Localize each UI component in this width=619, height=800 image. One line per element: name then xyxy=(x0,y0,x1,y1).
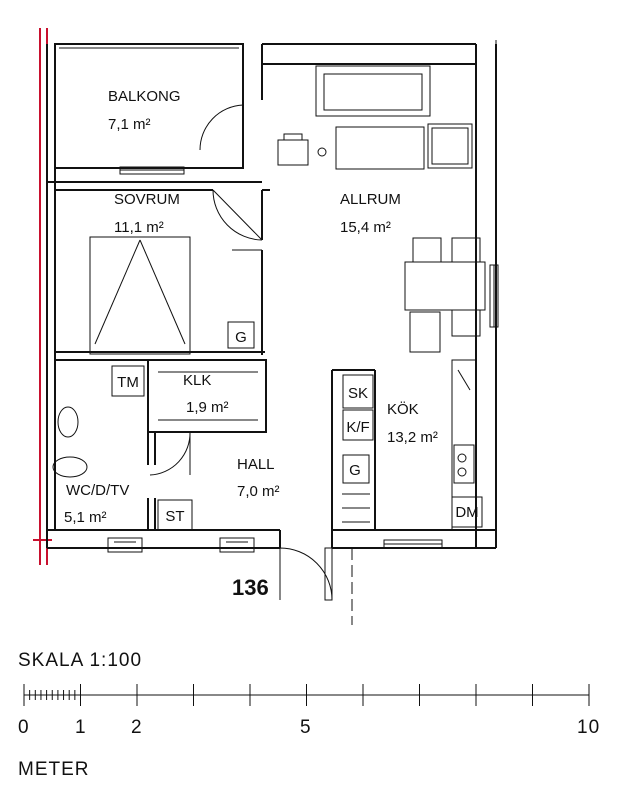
windows xyxy=(107,166,499,553)
scale-label-5: 5 xyxy=(300,717,312,738)
room-allrum: ALLRUM 15,4 m² xyxy=(340,191,401,236)
fixture-st: ST xyxy=(165,508,184,525)
room-area: 7,1 m² xyxy=(108,116,151,133)
room-name: WC/D/TV xyxy=(66,482,129,499)
room-hall: HALL 7,0 m² xyxy=(237,456,280,500)
scale-label-2: 2 xyxy=(131,717,143,738)
property-boundary xyxy=(33,28,52,565)
room-name: KÖK xyxy=(387,400,419,418)
fixture-boxes xyxy=(111,321,483,531)
scale-unit: METER xyxy=(18,759,90,780)
fixture-tm: TM xyxy=(117,374,139,391)
fixture-kf: K/F xyxy=(346,419,369,436)
interior-walls xyxy=(55,189,376,530)
room-area: 7,0 m² xyxy=(237,483,280,500)
room-name: HALL xyxy=(237,456,275,473)
scale-bar xyxy=(23,684,590,706)
room-area: 15,4 m² xyxy=(340,219,391,236)
room-wc: WC/D/TV 5,1 m² xyxy=(64,482,129,526)
room-name: ALLRUM xyxy=(340,191,401,208)
room-area: 5,1 m² xyxy=(64,509,107,526)
room-area: 1,9 m² xyxy=(186,399,229,416)
scale-label-1: 1 xyxy=(75,717,87,738)
scale-label-10: 10 xyxy=(577,717,600,738)
fixture-dm: DM xyxy=(455,504,478,521)
room-sovrum: SOVRUM 11,1 m² xyxy=(114,191,180,236)
fixture-g-sovrum: G xyxy=(235,329,247,346)
room-area: 13,2 m² xyxy=(387,429,438,446)
room-name: KLK xyxy=(183,372,211,389)
furniture xyxy=(52,65,486,531)
room-kok: KÖK 13,2 m² xyxy=(387,400,438,446)
unit-number: 136 xyxy=(232,575,269,600)
room-klk: KLK 1,9 m² xyxy=(183,372,229,416)
scale-title: SKALA 1:100 xyxy=(18,650,142,671)
doors xyxy=(149,104,353,625)
room-name: BALKONG xyxy=(108,88,181,105)
scale-label-0: 0 xyxy=(18,717,30,738)
room-name: SOVRUM xyxy=(114,191,180,208)
room-balkong: BALKONG 7,1 m² xyxy=(108,88,181,133)
room-area: 11,1 m² xyxy=(114,219,164,236)
fixture-g-hall: G xyxy=(349,462,361,479)
fixture-sk: SK xyxy=(348,385,368,402)
